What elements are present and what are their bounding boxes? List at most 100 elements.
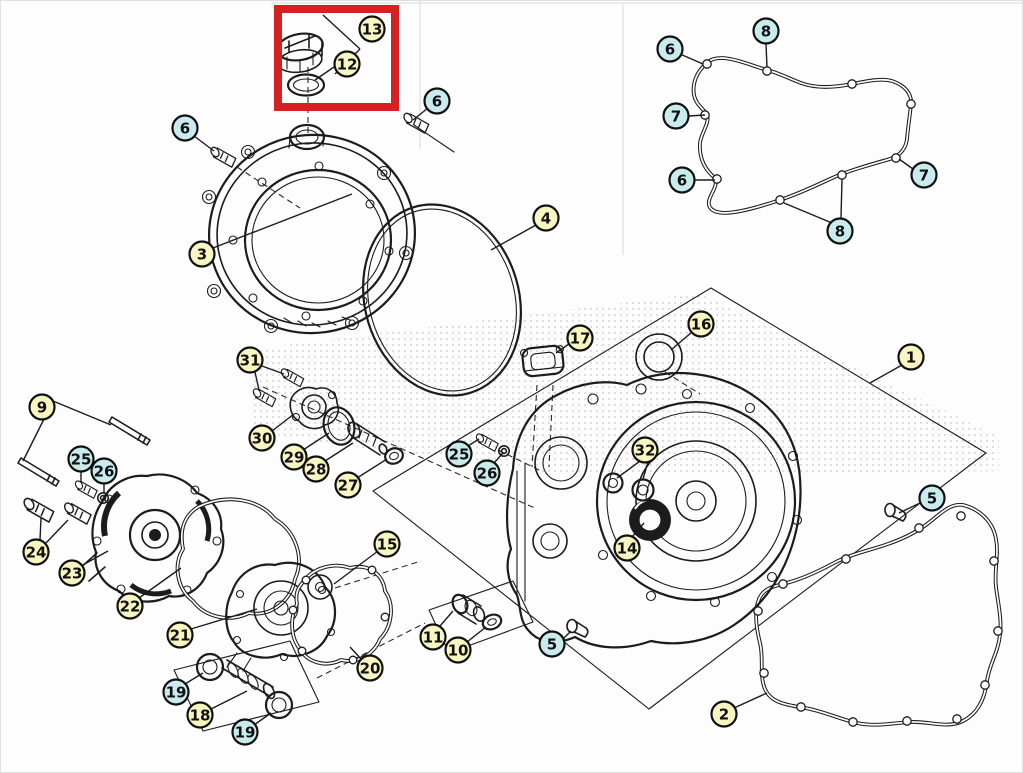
callout-21[interactable]: 21	[166, 621, 194, 649]
callout-28[interactable]: 28	[302, 455, 330, 483]
callout-number: 5	[927, 490, 937, 508]
leader-line-31	[254, 371, 260, 391]
callout-13[interactable]: 13	[358, 15, 386, 43]
callout-31[interactable]: 31	[236, 346, 264, 374]
bolt-24a	[21, 495, 55, 523]
callout-number: 19	[235, 724, 256, 742]
leader-line-4	[490, 224, 537, 251]
callout-29[interactable]: 29	[280, 443, 308, 471]
part-20-pump-gasket	[288, 563, 393, 666]
leader-line-30	[271, 413, 295, 432]
callout-8[interactable]: 8	[752, 17, 780, 45]
callout-8[interactable]: 8	[826, 217, 854, 245]
callout-18[interactable]: 18	[186, 701, 214, 729]
leader-line-9	[52, 400, 112, 426]
plug-5-right	[884, 502, 907, 522]
leader-line-22	[138, 567, 182, 599]
callout-number: 21	[170, 627, 191, 645]
leader-line-1	[869, 364, 903, 384]
callout-number: 9	[37, 399, 47, 417]
callout-6[interactable]: 6	[656, 35, 684, 63]
leader-line-6	[412, 107, 429, 121]
leader-line-32	[616, 460, 641, 479]
leader-line-6	[679, 53, 704, 65]
leader-line-31	[261, 365, 285, 375]
callout-27[interactable]: 27	[334, 471, 362, 499]
callout-6[interactable]: 6	[668, 166, 696, 194]
leader-line-9	[22, 418, 45, 462]
callout-5[interactable]: 5	[538, 630, 566, 658]
part-29-ring	[322, 406, 356, 446]
leader-line-19	[253, 712, 272, 726]
callout-6[interactable]: 6	[171, 114, 199, 142]
callout-number: 2	[719, 706, 729, 724]
callout-5[interactable]: 5	[918, 484, 946, 512]
callout-22[interactable]: 22	[116, 592, 144, 620]
callout-number: 17	[570, 330, 591, 348]
leader-line-7	[898, 158, 914, 170]
callout-17[interactable]: 17	[566, 324, 594, 352]
stud-9a	[108, 416, 151, 446]
callout-number: 8	[761, 23, 771, 41]
callout-number: 19	[166, 684, 187, 702]
callout-number: 27	[338, 477, 359, 495]
leader-line-5	[898, 502, 921, 514]
callout-15[interactable]: 15	[373, 530, 401, 558]
leader-line-19	[184, 672, 204, 685]
part-22-pump-oring	[175, 497, 301, 620]
leader-line-2	[733, 692, 768, 709]
callout-11[interactable]: 11	[419, 623, 447, 651]
callout-30[interactable]: 30	[248, 424, 276, 452]
part-28-shaft	[347, 421, 388, 456]
leader-line-5	[562, 630, 572, 640]
callout-3[interactable]: 3	[188, 240, 216, 268]
callout-26[interactable]: 26	[473, 459, 501, 487]
leader-line-23	[80, 550, 109, 567]
part-30-pump-housing	[289, 386, 340, 430]
callout-number: 6	[677, 172, 687, 190]
part-gasket-top-right	[691, 56, 916, 215]
callout-number: 14	[617, 540, 638, 558]
leader-line-25	[467, 438, 480, 447]
leader-line-8	[840, 178, 843, 219]
part-14-seal	[629, 499, 671, 541]
callout-9[interactable]: 9	[28, 393, 56, 421]
callout-7[interactable]: 7	[910, 161, 938, 189]
callout-number: 10	[448, 642, 469, 660]
leader-lines	[22, 14, 921, 726]
callout-32[interactable]: 32	[631, 436, 659, 464]
callout-number: 13	[362, 21, 383, 39]
callout-4[interactable]: 4	[532, 204, 560, 232]
callout-1[interactable]: 1	[897, 343, 925, 371]
callout-number: 32	[635, 442, 656, 460]
callout-25[interactable]: 25	[67, 445, 95, 473]
leader-line-8	[765, 43, 768, 68]
callout-23[interactable]: 23	[58, 559, 86, 587]
callout-24[interactable]: 24	[22, 538, 50, 566]
callout-10[interactable]: 10	[444, 636, 472, 664]
leader-line-15	[333, 550, 379, 585]
callout-12[interactable]: 12	[333, 50, 361, 78]
callout-number: 31	[240, 352, 261, 370]
callout-16[interactable]: 16	[687, 310, 715, 338]
callout-19[interactable]: 19	[162, 678, 190, 706]
callout-19[interactable]: 19	[231, 718, 259, 746]
leader-line-18	[210, 690, 248, 710]
leader-line-24	[45, 519, 69, 544]
part-12-o-ring	[286, 73, 326, 97]
part-1-engine-case	[505, 371, 803, 649]
part-32-rollers	[602, 472, 655, 502]
callout-25[interactable]: 25	[445, 440, 473, 468]
scan-artifact-lines	[271, 1, 1022, 255]
part-4-cover-oring	[361, 203, 523, 397]
callout-number: 12	[337, 56, 358, 74]
callout-7[interactable]: 7	[662, 102, 690, 130]
leader-line-17	[555, 343, 570, 354]
callout-2[interactable]: 2	[710, 700, 738, 728]
callout-20[interactable]: 20	[356, 654, 384, 682]
callout-26[interactable]: 26	[90, 457, 118, 485]
callout-14[interactable]: 14	[613, 534, 641, 562]
callout-6[interactable]: 6	[423, 87, 451, 115]
